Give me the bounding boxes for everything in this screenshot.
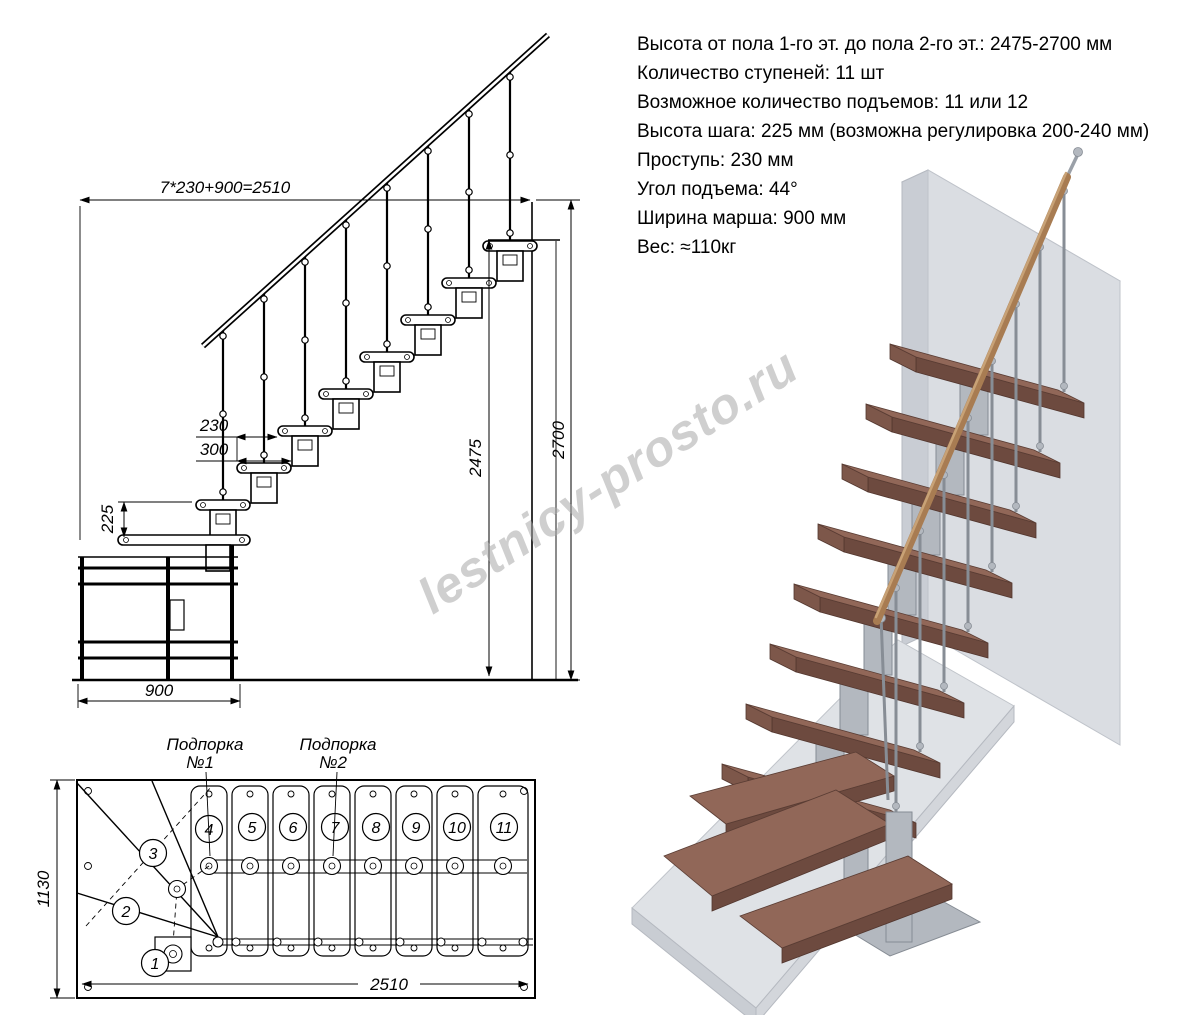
step-number-2: 2 bbox=[121, 904, 131, 921]
step-number-9: 9 bbox=[412, 820, 421, 837]
support-2-label: Подпорка bbox=[300, 735, 377, 754]
spec-line-step-count: Количество ступеней: 11 шт bbox=[637, 63, 885, 84]
dim-tread: 230 300 bbox=[196, 416, 292, 465]
plan-handrail bbox=[212, 936, 533, 948]
dim-225-label: 225 bbox=[98, 504, 117, 534]
spec-line-width: Ширина марша: 900 мм bbox=[637, 208, 847, 229]
dim-2510-label: 2510 bbox=[369, 975, 408, 994]
plan-view: 1 2 3 4 5 6 7 8 9 10 11 Подпорка №1 Подп… bbox=[34, 735, 536, 999]
dim-total-length: 7*230+900=2510 bbox=[79, 178, 531, 540]
spec-line-step-height: Высота шага: 225 мм (возможна регулировк… bbox=[637, 121, 1150, 142]
step-number-5: 5 bbox=[248, 820, 257, 837]
elevation-platform bbox=[78, 534, 251, 679]
step-number-8: 8 bbox=[372, 820, 381, 837]
elevation-railing bbox=[200, 32, 551, 502]
elevation-view: 7*230+900=2510 2700 2475 230 300 bbox=[72, 32, 580, 708]
step-number-10: 10 bbox=[448, 820, 466, 837]
spec-line-weight: Вес: ≈110кг bbox=[637, 237, 737, 258]
step-number-6: 6 bbox=[289, 820, 298, 837]
spec-line-angle: Угол подъема: 44° bbox=[637, 179, 798, 200]
step-number-1: 1 bbox=[151, 956, 160, 973]
plan-treads bbox=[190, 785, 529, 957]
support-1-callout: Подпорка №1 bbox=[167, 735, 244, 857]
render-handrail bbox=[873, 173, 1071, 625]
spec-line-rise-count: Возможное количество подъемов: 11 или 12 bbox=[637, 92, 1029, 113]
plan-module-spine bbox=[199, 856, 527, 876]
support-2-callout: Подпорка №2 bbox=[300, 735, 377, 857]
render-railing bbox=[873, 147, 1083, 812]
dim-width-900: 900 bbox=[77, 681, 241, 708]
dim-riser: 225 bbox=[98, 501, 192, 538]
dim-length-2510: 2510 bbox=[81, 975, 529, 994]
dim-1130-label: 1130 bbox=[34, 870, 53, 907]
support-1-number: №1 bbox=[186, 753, 214, 772]
dim-height-2475-label: 2475 bbox=[466, 439, 485, 478]
dim-900-label: 900 bbox=[145, 681, 174, 700]
support-2-number: №2 bbox=[319, 753, 347, 772]
dim-total-length-label: 7*230+900=2510 bbox=[160, 178, 291, 197]
step-number-7: 7 bbox=[331, 820, 341, 837]
spec-line-height: Высота от пола 1-го эт. до пола 2-го эт.… bbox=[637, 34, 1113, 55]
dim-depth-1130: 1130 bbox=[34, 779, 75, 999]
spec-line-tread: Проступь: 230 мм bbox=[637, 150, 794, 171]
elevation-steps bbox=[195, 240, 538, 541]
dim-230-label: 230 bbox=[199, 416, 229, 435]
dim-300-label: 300 bbox=[200, 440, 229, 459]
support-1-label: Подпорка bbox=[167, 735, 244, 754]
render-3d bbox=[631, 147, 1122, 1015]
dim-height-2475: 2475 bbox=[466, 239, 493, 677]
spec-panel: Высота от пола 1-го эт. до пола 2-го эт.… bbox=[637, 30, 1177, 262]
dim-height-2700-label: 2700 bbox=[549, 421, 568, 460]
plan-winder-steps bbox=[76, 780, 219, 972]
step-number-3: 3 bbox=[149, 846, 158, 863]
dim-height-2700: 2700 bbox=[536, 199, 580, 681]
step-number-11: 11 bbox=[496, 820, 513, 837]
render-winders bbox=[663, 751, 982, 964]
